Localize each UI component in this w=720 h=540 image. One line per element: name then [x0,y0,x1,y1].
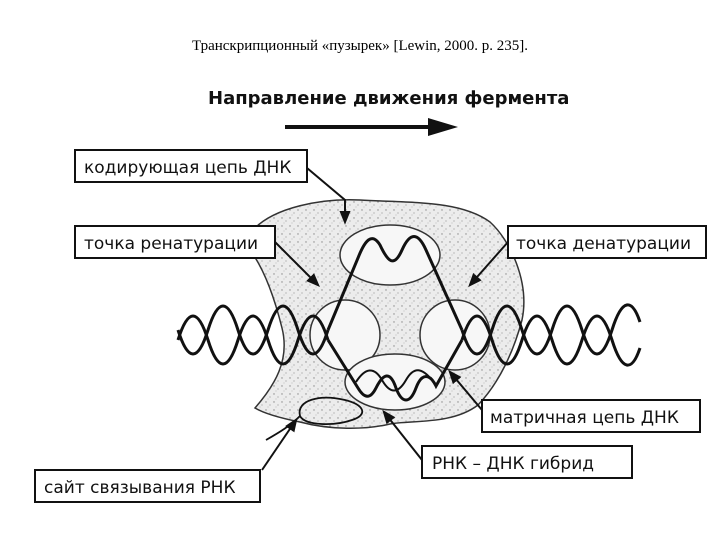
rna-exit-strand [265,415,301,441]
label-renaturation-text: точка ренатурации [84,234,258,254]
label-rna-binding-site-text: сайт связывания РНК [44,478,236,498]
label-rna-dna-hybrid: РНК – ДНК гибрид [421,445,633,479]
label-rna-dna-hybrid-text: РНК – ДНК гибрид [432,454,594,474]
denaturation-circle [419,299,491,371]
arrow-renaturation [274,241,320,287]
pointer-arrows [261,167,509,471]
label-denaturation: точка денатурации [507,225,707,259]
slide-caption: Транскрипционный «пузырек» [Lewin, 2000.… [191,38,529,54]
arrow-rna-binding-site [261,417,298,471]
arrow-denaturation [468,241,509,288]
label-rna-binding-site: сайт связывания РНК [34,469,261,503]
label-template-strand-text: матричная цепь ДНК [490,408,679,428]
label-renaturation: точка ренатурации [74,225,276,259]
template-strand-bubble [326,339,464,402]
rna-exit-loop [298,396,363,425]
label-coding-strand-text: кодирующая цепь ДНК [84,158,291,178]
label-template-strand: матричная цепь ДНК [481,399,701,433]
dna-helix-left [176,304,330,366]
direction-arrow [285,118,458,136]
arrow-rna-dna-hybrid [382,409,423,461]
coding-strand-window [339,224,441,286]
coding-strand-bubble [326,235,464,331]
rna-strand [355,369,433,392]
label-denaturation-text: точка денатурации [516,234,691,254]
arrow-coding-strand [306,167,351,225]
arrow-template-strand [448,369,483,411]
dna-helix-right [460,303,642,367]
direction-label: Направление движения фермента [208,88,569,109]
label-coding-strand: кодирующая цепь ДНК [74,149,308,183]
